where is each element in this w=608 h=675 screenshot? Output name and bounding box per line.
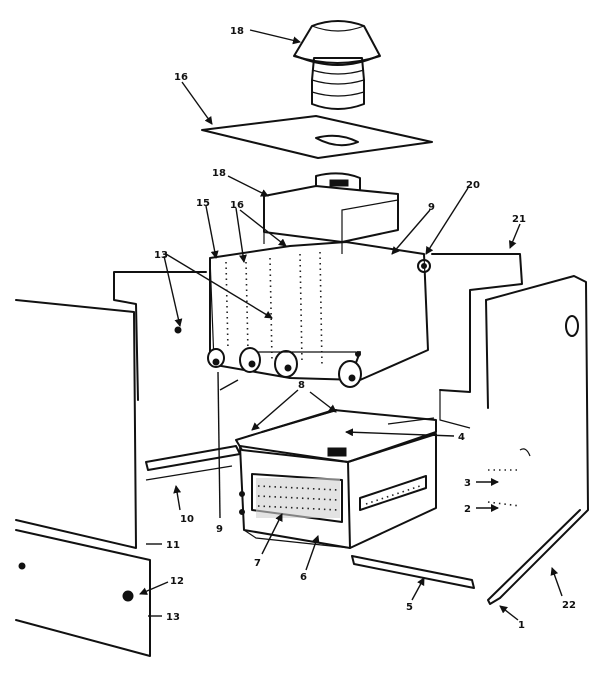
right-side-panel [485, 275, 589, 605]
top-plate [201, 115, 433, 159]
callout-9-bottom: 9 [216, 524, 223, 535]
callout-6: 6 [300, 572, 307, 583]
callout-13: 13 [166, 612, 180, 623]
callout-22: 22 [562, 600, 576, 611]
callout-5: 5 [406, 602, 413, 613]
left-rail [145, 445, 241, 481]
callout-2: 2 [464, 504, 471, 515]
callout-labels: 18 16 18 20 9 21 15 16 13 8 4 9 10 11 12… [154, 26, 576, 631]
callout-16: 16 [230, 200, 244, 211]
callout-1: 1 [518, 620, 525, 631]
leader-lines [139, 29, 563, 621]
callout-9-top: 9 [428, 202, 435, 213]
callout-21: 21 [512, 214, 526, 225]
draft-hood [293, 20, 381, 110]
callout-10: 10 [180, 514, 194, 525]
callout-18: 18 [230, 26, 244, 37]
back-panel [113, 253, 523, 429]
callout-4: 4 [458, 432, 465, 443]
callout-14: 13 [154, 250, 168, 261]
callout-20: 20 [466, 180, 480, 191]
side-gaskets [487, 469, 521, 507]
callout-3: 3 [464, 478, 471, 489]
heat-exchanger [174, 241, 431, 388]
flue-collector [263, 172, 399, 254]
callout-17: 16 [174, 72, 188, 83]
callout-12: 12 [170, 576, 184, 587]
callout-19: 18 [212, 168, 226, 179]
bottom-rail [351, 555, 475, 589]
burner-box [239, 433, 437, 549]
callout-11: 11 [166, 540, 180, 551]
callout-7: 7 [254, 558, 261, 569]
callout-15: 15 [196, 198, 210, 209]
callout-8: 8 [298, 380, 305, 391]
left-side-panel [15, 299, 151, 657]
